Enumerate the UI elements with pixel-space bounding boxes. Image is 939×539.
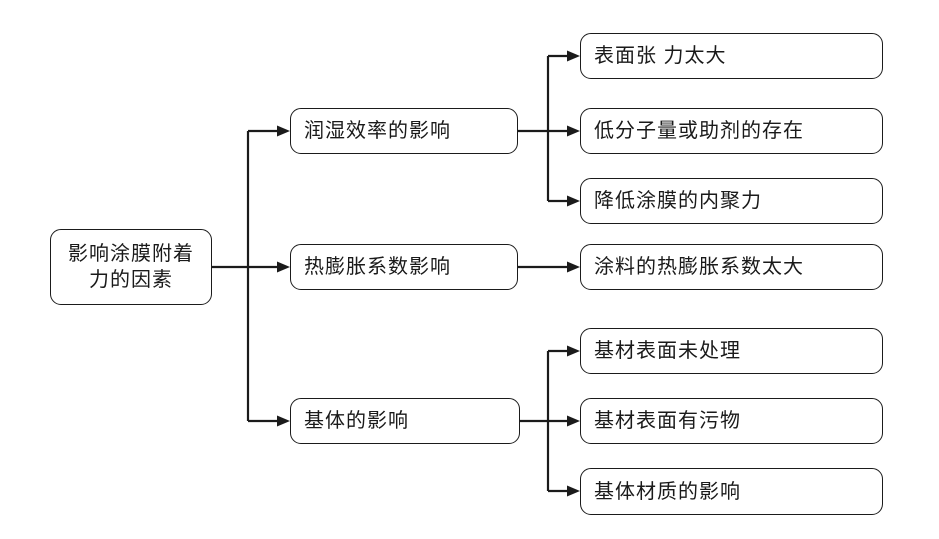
node-root: 影响涂膜附着 力的因素	[50, 229, 212, 305]
node-leaf-material: 基体材质的影响	[580, 468, 883, 515]
arrowhead-to-branch-wetting	[277, 125, 290, 137]
arrowhead-to-leaf-dirt	[567, 415, 580, 427]
node-root-label-line1: 影响涂膜附着	[68, 243, 194, 265]
arrowhead-to-leaf-coating-expansion	[567, 261, 580, 273]
node-branch-thermal-label: 热膨胀系数影响	[304, 256, 451, 278]
node-root-label-line2: 力的因素	[89, 269, 173, 291]
node-branch-substrate: 基体的影响	[290, 398, 520, 444]
arrowhead-to-leaf-surface-tension	[567, 50, 580, 62]
arrowhead-to-leaf-cohesion	[567, 195, 580, 207]
node-leaf-low-molecular-label: 低分子量或助剂的存在	[594, 120, 804, 142]
node-branch-thermal: 热膨胀系数影响	[290, 244, 518, 290]
node-leaf-cohesion: 降低涂膜的内聚力	[580, 178, 883, 224]
node-branch-substrate-label: 基体的影响	[304, 410, 409, 432]
arrowhead-to-leaf-low-molecular	[567, 125, 580, 137]
node-leaf-dirt-label: 基材表面有污物	[594, 410, 741, 432]
node-leaf-coating-expansion-label: 涂料的热膨胀系数太大	[594, 256, 804, 278]
arrowhead-to-branch-substrate	[277, 415, 290, 427]
node-leaf-coating-expansion: 涂料的热膨胀系数太大	[580, 244, 883, 290]
node-leaf-untreated: 基材表面未处理	[580, 328, 883, 374]
node-leaf-dirt: 基材表面有污物	[580, 398, 883, 444]
arrowhead-to-leaf-untreated	[567, 345, 580, 357]
node-leaf-cohesion-label: 降低涂膜的内聚力	[594, 190, 762, 212]
node-leaf-surface-tension-label: 表面张 力太大	[594, 45, 727, 67]
node-leaf-untreated-label: 基材表面未处理	[594, 340, 741, 362]
node-leaf-surface-tension: 表面张 力太大	[580, 33, 883, 79]
node-branch-wetting: 润湿效率的影响	[290, 108, 518, 154]
node-branch-wetting-label: 润湿效率的影响	[304, 120, 451, 142]
arrowhead-to-leaf-material	[567, 485, 580, 497]
node-leaf-material-label: 基体材质的影响	[594, 480, 741, 503]
arrowhead-to-branch-thermal	[277, 261, 290, 273]
node-leaf-low-molecular: 低分子量或助剂的存在	[580, 108, 883, 154]
